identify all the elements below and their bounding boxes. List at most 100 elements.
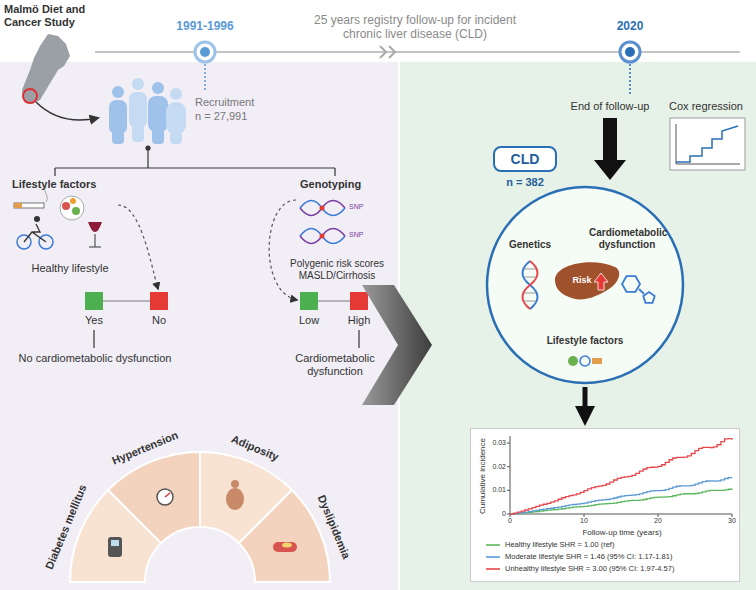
dna-icons xyxy=(269,200,297,300)
incidence-plot xyxy=(507,490,510,491)
lifestyle-icons xyxy=(70,198,76,204)
sweden-map xyxy=(23,89,37,103)
label-text: Cardiometabolic dysfunction xyxy=(290,352,380,377)
timeline xyxy=(204,64,206,92)
label-text: 0 xyxy=(508,517,512,525)
label-text: Low xyxy=(299,314,319,327)
dna-icon xyxy=(524,269,536,270)
people xyxy=(152,128,164,144)
liver-icon xyxy=(555,262,619,299)
people xyxy=(132,78,144,90)
node-text: Genetics xyxy=(509,239,551,251)
dna-icon xyxy=(523,261,538,309)
panels xyxy=(400,62,756,590)
label-text: 0 xyxy=(502,510,506,518)
node-text: Lifestyle factors xyxy=(547,335,624,347)
dna-icon xyxy=(524,277,536,278)
tree-lines xyxy=(147,148,148,168)
follow-up-arrow xyxy=(594,118,626,180)
legend-entry: Unhealthy lifestyle SHR = 3.00 (95% CI: … xyxy=(485,564,674,574)
lifestyle-icons xyxy=(34,216,40,222)
people xyxy=(170,130,182,144)
lifestyle-mini-icons xyxy=(592,358,602,364)
outcome-box: CLD xyxy=(493,146,558,172)
follow-up-arrow xyxy=(594,118,626,180)
group-squares xyxy=(150,292,168,310)
incidence-plot xyxy=(510,436,732,514)
legend-entry: Moderate lifestyle SHR = 1.46 (95% CI: 1… xyxy=(485,552,672,562)
group-squares xyxy=(358,330,359,348)
lifestyle-icons xyxy=(14,186,158,289)
dna-icon xyxy=(524,301,536,302)
lifestyle-icons xyxy=(118,205,158,289)
label-text: Yes xyxy=(85,314,103,327)
people xyxy=(132,124,144,142)
node-text: CLD xyxy=(511,151,540,167)
dna-icons xyxy=(300,201,345,216)
dna-icon xyxy=(523,261,538,309)
label-text: No cardiometabolic dysfunction xyxy=(9,352,181,365)
group-squares xyxy=(93,330,94,348)
blood-pressure-icon xyxy=(157,489,173,505)
blood-pressure-icon xyxy=(165,493,170,497)
group-squares xyxy=(350,292,368,310)
timeline xyxy=(620,42,640,62)
label-text: Genotyping xyxy=(300,178,361,191)
people xyxy=(112,86,124,98)
sweden-map xyxy=(22,34,98,120)
vessel-icon xyxy=(273,542,297,552)
node-text: Cumulative incidence xyxy=(478,438,487,514)
flow-arrow xyxy=(583,387,588,420)
big-chevron xyxy=(362,285,432,405)
tree-lines xyxy=(55,146,335,176)
label-text: 10 xyxy=(580,517,588,525)
label-text: Malmö Diet and Cancer Study xyxy=(4,3,104,28)
cox-mini-plot xyxy=(676,126,738,162)
label-text: 25 years registry follow-up for incident… xyxy=(299,14,531,42)
molecule-icon xyxy=(622,276,655,303)
dna-icons xyxy=(269,200,345,300)
label-text: Risk xyxy=(572,275,591,285)
label-text: Healthy lifestyle xyxy=(31,262,108,275)
timeline xyxy=(200,47,210,57)
timeline xyxy=(380,46,386,58)
node-text: Follow-up time (years) xyxy=(582,528,661,537)
group-squares xyxy=(103,301,150,302)
label-text: 30 xyxy=(728,517,736,525)
people xyxy=(148,96,168,132)
incidence-chart: Cumulative incidenceFollow-up time (year… xyxy=(470,428,740,582)
people xyxy=(152,82,164,94)
cox-mini-plot xyxy=(670,118,745,170)
body-icon xyxy=(231,480,239,488)
tree-lines xyxy=(54,168,55,176)
people xyxy=(170,88,182,100)
group-squares xyxy=(85,292,103,310)
label-text: SNP xyxy=(349,231,363,239)
people xyxy=(109,78,186,144)
label-text: End of follow-up xyxy=(571,100,650,113)
label-text: No xyxy=(152,314,166,327)
glucometer-icon xyxy=(108,537,122,557)
group-squares xyxy=(318,301,350,302)
legend-text: Healthy lifestyle SHR = 1.00 (ref) xyxy=(505,540,614,549)
circle-outline xyxy=(487,187,683,383)
group-squares xyxy=(300,292,318,310)
dna-icon xyxy=(524,293,536,294)
lifestyle-icons xyxy=(60,196,84,220)
label-text: 2020 xyxy=(617,20,644,34)
liver-icon xyxy=(594,273,608,290)
incidence-curve xyxy=(510,439,732,514)
fan-wedge xyxy=(239,490,330,582)
timeline xyxy=(95,42,740,96)
dna-icons xyxy=(320,234,325,239)
vessel-icon xyxy=(282,543,292,548)
legend-line-sample xyxy=(486,556,500,558)
label-text: 0.02 xyxy=(492,463,506,471)
dna-icons xyxy=(300,229,345,244)
legend-text: Moderate lifestyle SHR = 1.46 (95% CI: 1… xyxy=(505,552,672,561)
incidence-curve xyxy=(510,477,732,514)
lifestyle-icons xyxy=(94,234,95,247)
dna-icons xyxy=(320,206,325,211)
fan-wedge xyxy=(108,452,200,543)
legend-line-sample xyxy=(485,541,501,549)
